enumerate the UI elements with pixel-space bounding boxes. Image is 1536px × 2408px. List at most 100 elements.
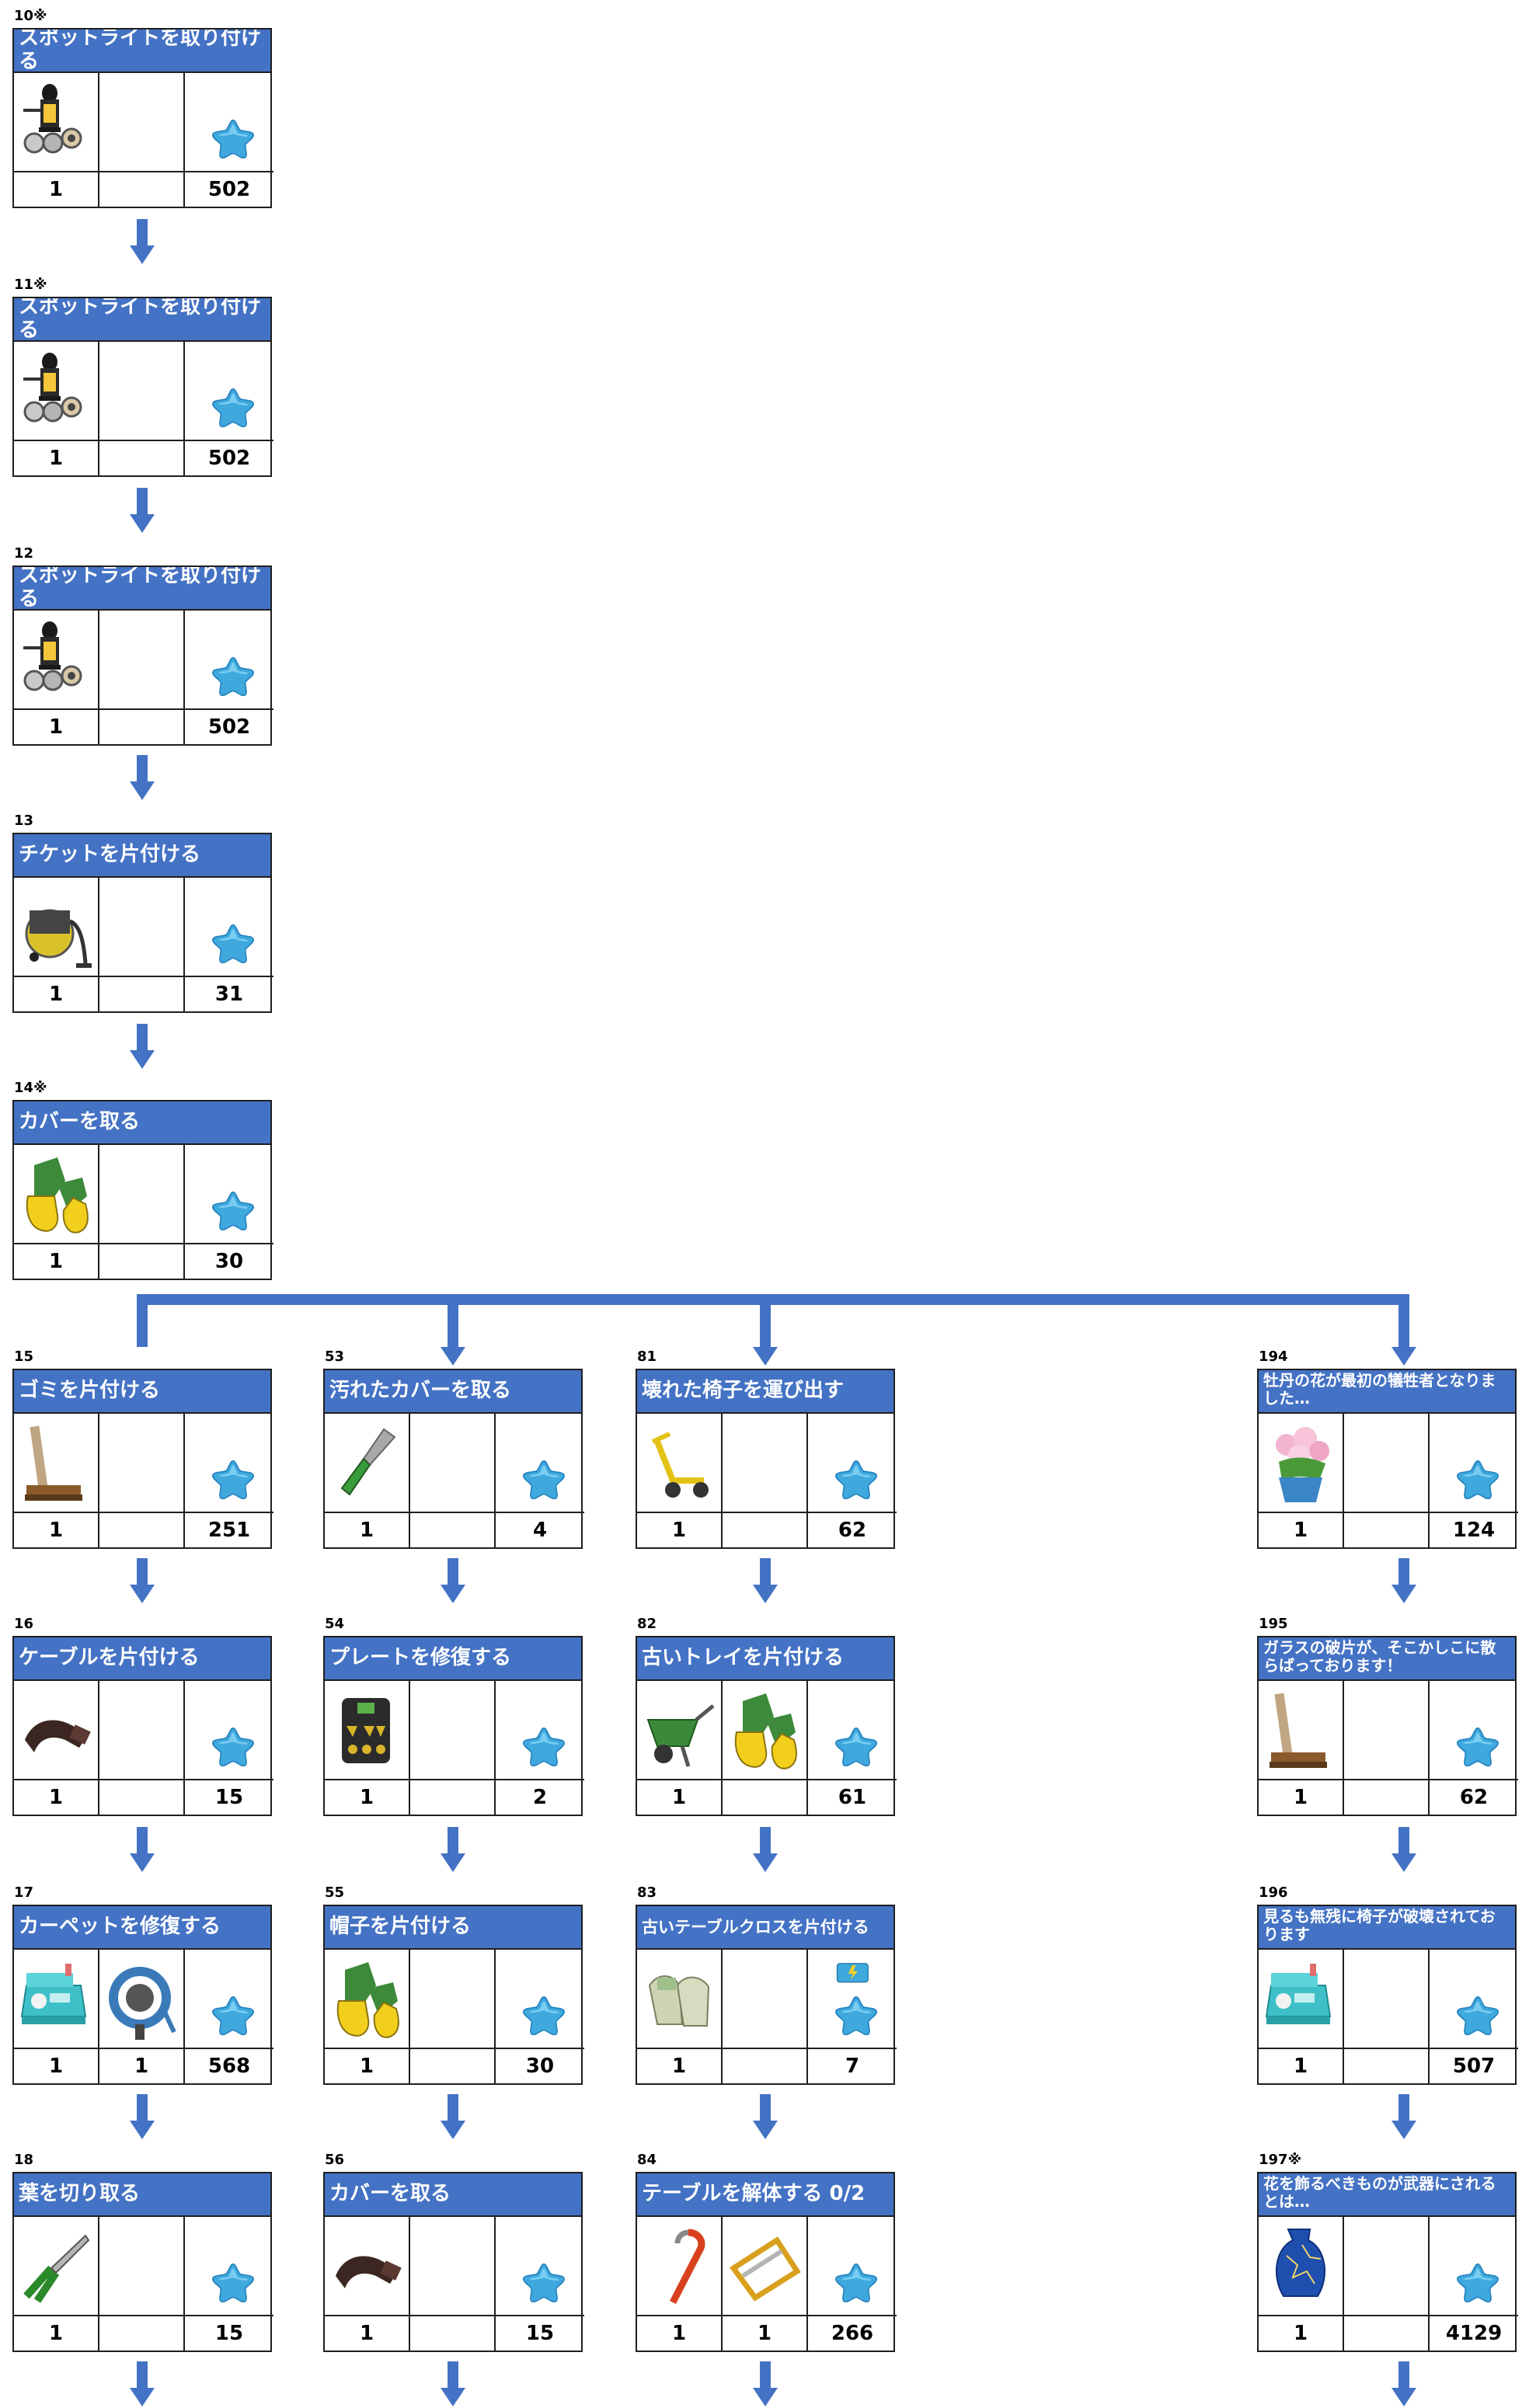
quest-title: ゴミを片付ける bbox=[12, 1369, 272, 1412]
reward-cell bbox=[496, 1950, 584, 2049]
blue-star-gem-icon bbox=[522, 1459, 566, 1499]
step-number: 84 bbox=[637, 2152, 657, 2168]
item-quantity: 1 bbox=[1259, 1513, 1344, 1547]
branch-connector bbox=[448, 1294, 458, 1325]
item-slot bbox=[1259, 1950, 1344, 2049]
item-slot bbox=[99, 1145, 185, 1244]
flow-arrow-icon bbox=[441, 1321, 465, 1367]
item-quantity: 1 bbox=[1259, 1780, 1344, 1815]
reward-cell bbox=[496, 1414, 584, 1513]
quest-title: テーブルを解体する 0/2 bbox=[636, 2172, 895, 2215]
item-slot bbox=[99, 2217, 185, 2316]
item-slot bbox=[14, 2217, 99, 2316]
item-slot bbox=[1344, 1950, 1430, 2049]
blue-star-gem-icon bbox=[211, 387, 255, 427]
item-quantity bbox=[723, 1513, 808, 1547]
quest-title: 葉を切り取る bbox=[12, 2172, 272, 2215]
flow-arrow-icon bbox=[441, 2361, 465, 2408]
reward-amount: 15 bbox=[525, 2322, 555, 2345]
item-slot bbox=[99, 1414, 185, 1513]
item-quantity bbox=[99, 1513, 185, 1547]
item-quantity bbox=[99, 2316, 185, 2351]
item-quantity: 1 bbox=[14, 2316, 99, 2351]
step-number: 194 bbox=[1259, 1348, 1288, 1365]
blue-star-gem-icon bbox=[522, 1995, 566, 2035]
step-number: 196 bbox=[1259, 1884, 1288, 1901]
item-slot bbox=[410, 1414, 496, 1513]
step-number: 16 bbox=[14, 1616, 34, 1632]
shears-icon bbox=[19, 2222, 93, 2312]
quest-title: 壊れた椅子を運び出す bbox=[636, 1369, 895, 1412]
item-quantity: 1 bbox=[723, 2316, 808, 2351]
quest-title: プレートを修復する bbox=[323, 1636, 583, 1679]
item-quantity: 1 bbox=[325, 1780, 410, 1815]
flow-arrow-icon bbox=[130, 1024, 155, 1070]
reward-amount: 31 bbox=[214, 983, 244, 1006]
item-quantity bbox=[99, 1780, 185, 1815]
reward-cell bbox=[496, 2217, 584, 2316]
item-slot bbox=[723, 1950, 808, 2049]
quest-title: 花を飾るべきものが武器にされるとは… bbox=[1257, 2172, 1517, 2215]
item-slot bbox=[637, 1950, 723, 2049]
item-slot bbox=[14, 1414, 99, 1513]
blue-star-gem-icon bbox=[211, 1995, 255, 2035]
item-slot bbox=[99, 73, 185, 172]
item-slot bbox=[723, 1681, 808, 1780]
reward-amount: 266 bbox=[831, 2322, 874, 2345]
step-number: 197※ bbox=[1259, 2152, 1302, 2168]
reward-cell bbox=[185, 1145, 273, 1244]
vacuum-icon bbox=[19, 882, 93, 973]
item-quantity bbox=[723, 2049, 808, 2083]
step-number: 18 bbox=[14, 2152, 34, 2168]
item-slot bbox=[99, 342, 185, 441]
reward-cell bbox=[808, 1950, 897, 2049]
reward-cell bbox=[496, 1681, 584, 1780]
item-quantity: 1 bbox=[14, 172, 99, 207]
step-number: 53 bbox=[325, 1348, 345, 1365]
reward-cell bbox=[185, 878, 273, 977]
step-number: 17 bbox=[14, 1884, 34, 1901]
hose-reel-icon bbox=[104, 1954, 179, 2044]
cable-icon bbox=[329, 2222, 404, 2312]
item-quantity: 1 bbox=[637, 1780, 723, 1815]
item-quantity bbox=[1344, 1780, 1430, 1815]
reward-cell bbox=[1430, 1950, 1518, 2049]
reward-amount: 7 bbox=[845, 2055, 860, 2078]
lantern-icon bbox=[19, 346, 93, 437]
reward-amount: 124 bbox=[1452, 1519, 1496, 1542]
reward-amount: 30 bbox=[525, 2055, 555, 2078]
quest-title: 帽子を片付ける bbox=[323, 1905, 583, 1948]
item-quantity bbox=[410, 2049, 496, 2083]
item-quantity bbox=[723, 1780, 808, 1815]
quest-title: ケーブルを片付ける bbox=[12, 1636, 272, 1679]
sewing-machine-icon bbox=[19, 1954, 93, 2044]
reward-amount: 502 bbox=[207, 447, 251, 470]
step-number: 12 bbox=[14, 545, 34, 562]
item-quantity bbox=[99, 1244, 185, 1279]
